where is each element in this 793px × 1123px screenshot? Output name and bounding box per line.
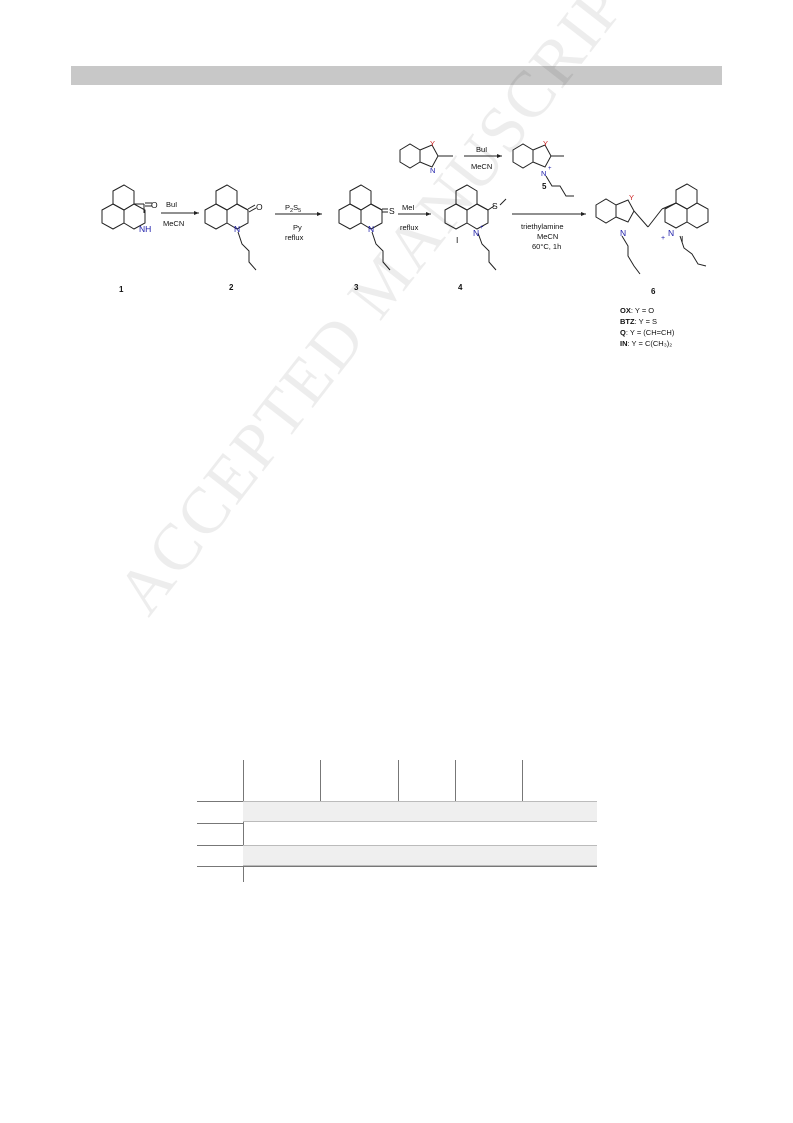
- structure-compound-4: [444, 184, 507, 271]
- table-column-divider: [455, 760, 456, 801]
- reagent-label: S: [293, 203, 298, 212]
- reagent-label: Py: [293, 223, 302, 232]
- structure-benzazole: [399, 143, 453, 169]
- atom-label: N: [620, 228, 626, 238]
- atom-label: N: [541, 169, 546, 178]
- atom-label: Y: [543, 139, 548, 148]
- atom-label: S: [389, 206, 395, 216]
- compound-number: 2: [229, 283, 234, 292]
- table-column-divider: [522, 760, 523, 801]
- atom-label: N: [668, 228, 674, 238]
- atom-label: N: [368, 224, 374, 234]
- table-row-rule: [197, 823, 243, 824]
- structure-compound-5: [512, 143, 574, 197]
- compound-number: 3: [354, 283, 359, 292]
- svg-text:P2S5: P2S5: [285, 203, 301, 214]
- atom-label: NH: [139, 224, 151, 234]
- legend-btz: BTZ: Y = S: [620, 317, 657, 326]
- structure-compound-6: [595, 183, 709, 275]
- legend-ox: OX: Y = O: [620, 306, 654, 315]
- compound-number: 5: [542, 182, 547, 191]
- compound-number: 6: [651, 287, 656, 296]
- table-row: [243, 845, 597, 866]
- atom-label: +: [661, 235, 665, 242]
- atom-label: +: [548, 166, 552, 172]
- legend-in: IN: Y = C(CH₃)₂: [620, 339, 672, 348]
- table-row: [243, 801, 597, 822]
- structure-compound-1: [101, 184, 152, 230]
- atom-label: O: [151, 200, 158, 210]
- reagent-label: BuI: [476, 145, 487, 154]
- atom-label: N: [473, 228, 479, 238]
- table-row-rule: [197, 866, 597, 867]
- atom-label: +: [480, 225, 484, 231]
- reagent-label: MeI: [402, 203, 415, 212]
- subscript: 5: [298, 208, 301, 214]
- atom-label: S: [492, 201, 498, 211]
- structure-compound-3: [338, 184, 391, 271]
- reagent-label: reflux: [285, 233, 304, 242]
- reagent-label: BuI: [166, 200, 177, 209]
- atom-label: Y: [629, 193, 634, 202]
- reagent-label: 60°C, 1h: [532, 242, 561, 251]
- table-column-divider: [320, 760, 321, 801]
- reagent-label: MeCN: [537, 232, 558, 241]
- reagent-label: reflux: [400, 223, 419, 232]
- table-row-rule: [197, 845, 243, 846]
- atom-label: I: [681, 234, 683, 244]
- reagent-label: MeCN: [163, 219, 184, 228]
- atom-label: Y: [430, 139, 435, 148]
- reagent-label: triethylamine: [521, 222, 564, 231]
- data-table: [197, 760, 597, 882]
- atom-label: N: [430, 166, 435, 175]
- compound-number: 4: [458, 283, 463, 292]
- reagent-label: P: [285, 203, 290, 212]
- legend-q: Q: Y = (CH=CH): [620, 328, 675, 337]
- compound-number: 1: [119, 285, 124, 294]
- table-column-divider: [398, 760, 399, 801]
- atom-label: N: [234, 224, 240, 234]
- structure-compound-2: [204, 184, 257, 271]
- atom-label: I: [456, 235, 458, 245]
- reagent-label: MeCN: [471, 162, 492, 171]
- subscript: 2: [290, 208, 293, 214]
- header-bar: [71, 66, 722, 85]
- atom-label: O: [256, 202, 263, 212]
